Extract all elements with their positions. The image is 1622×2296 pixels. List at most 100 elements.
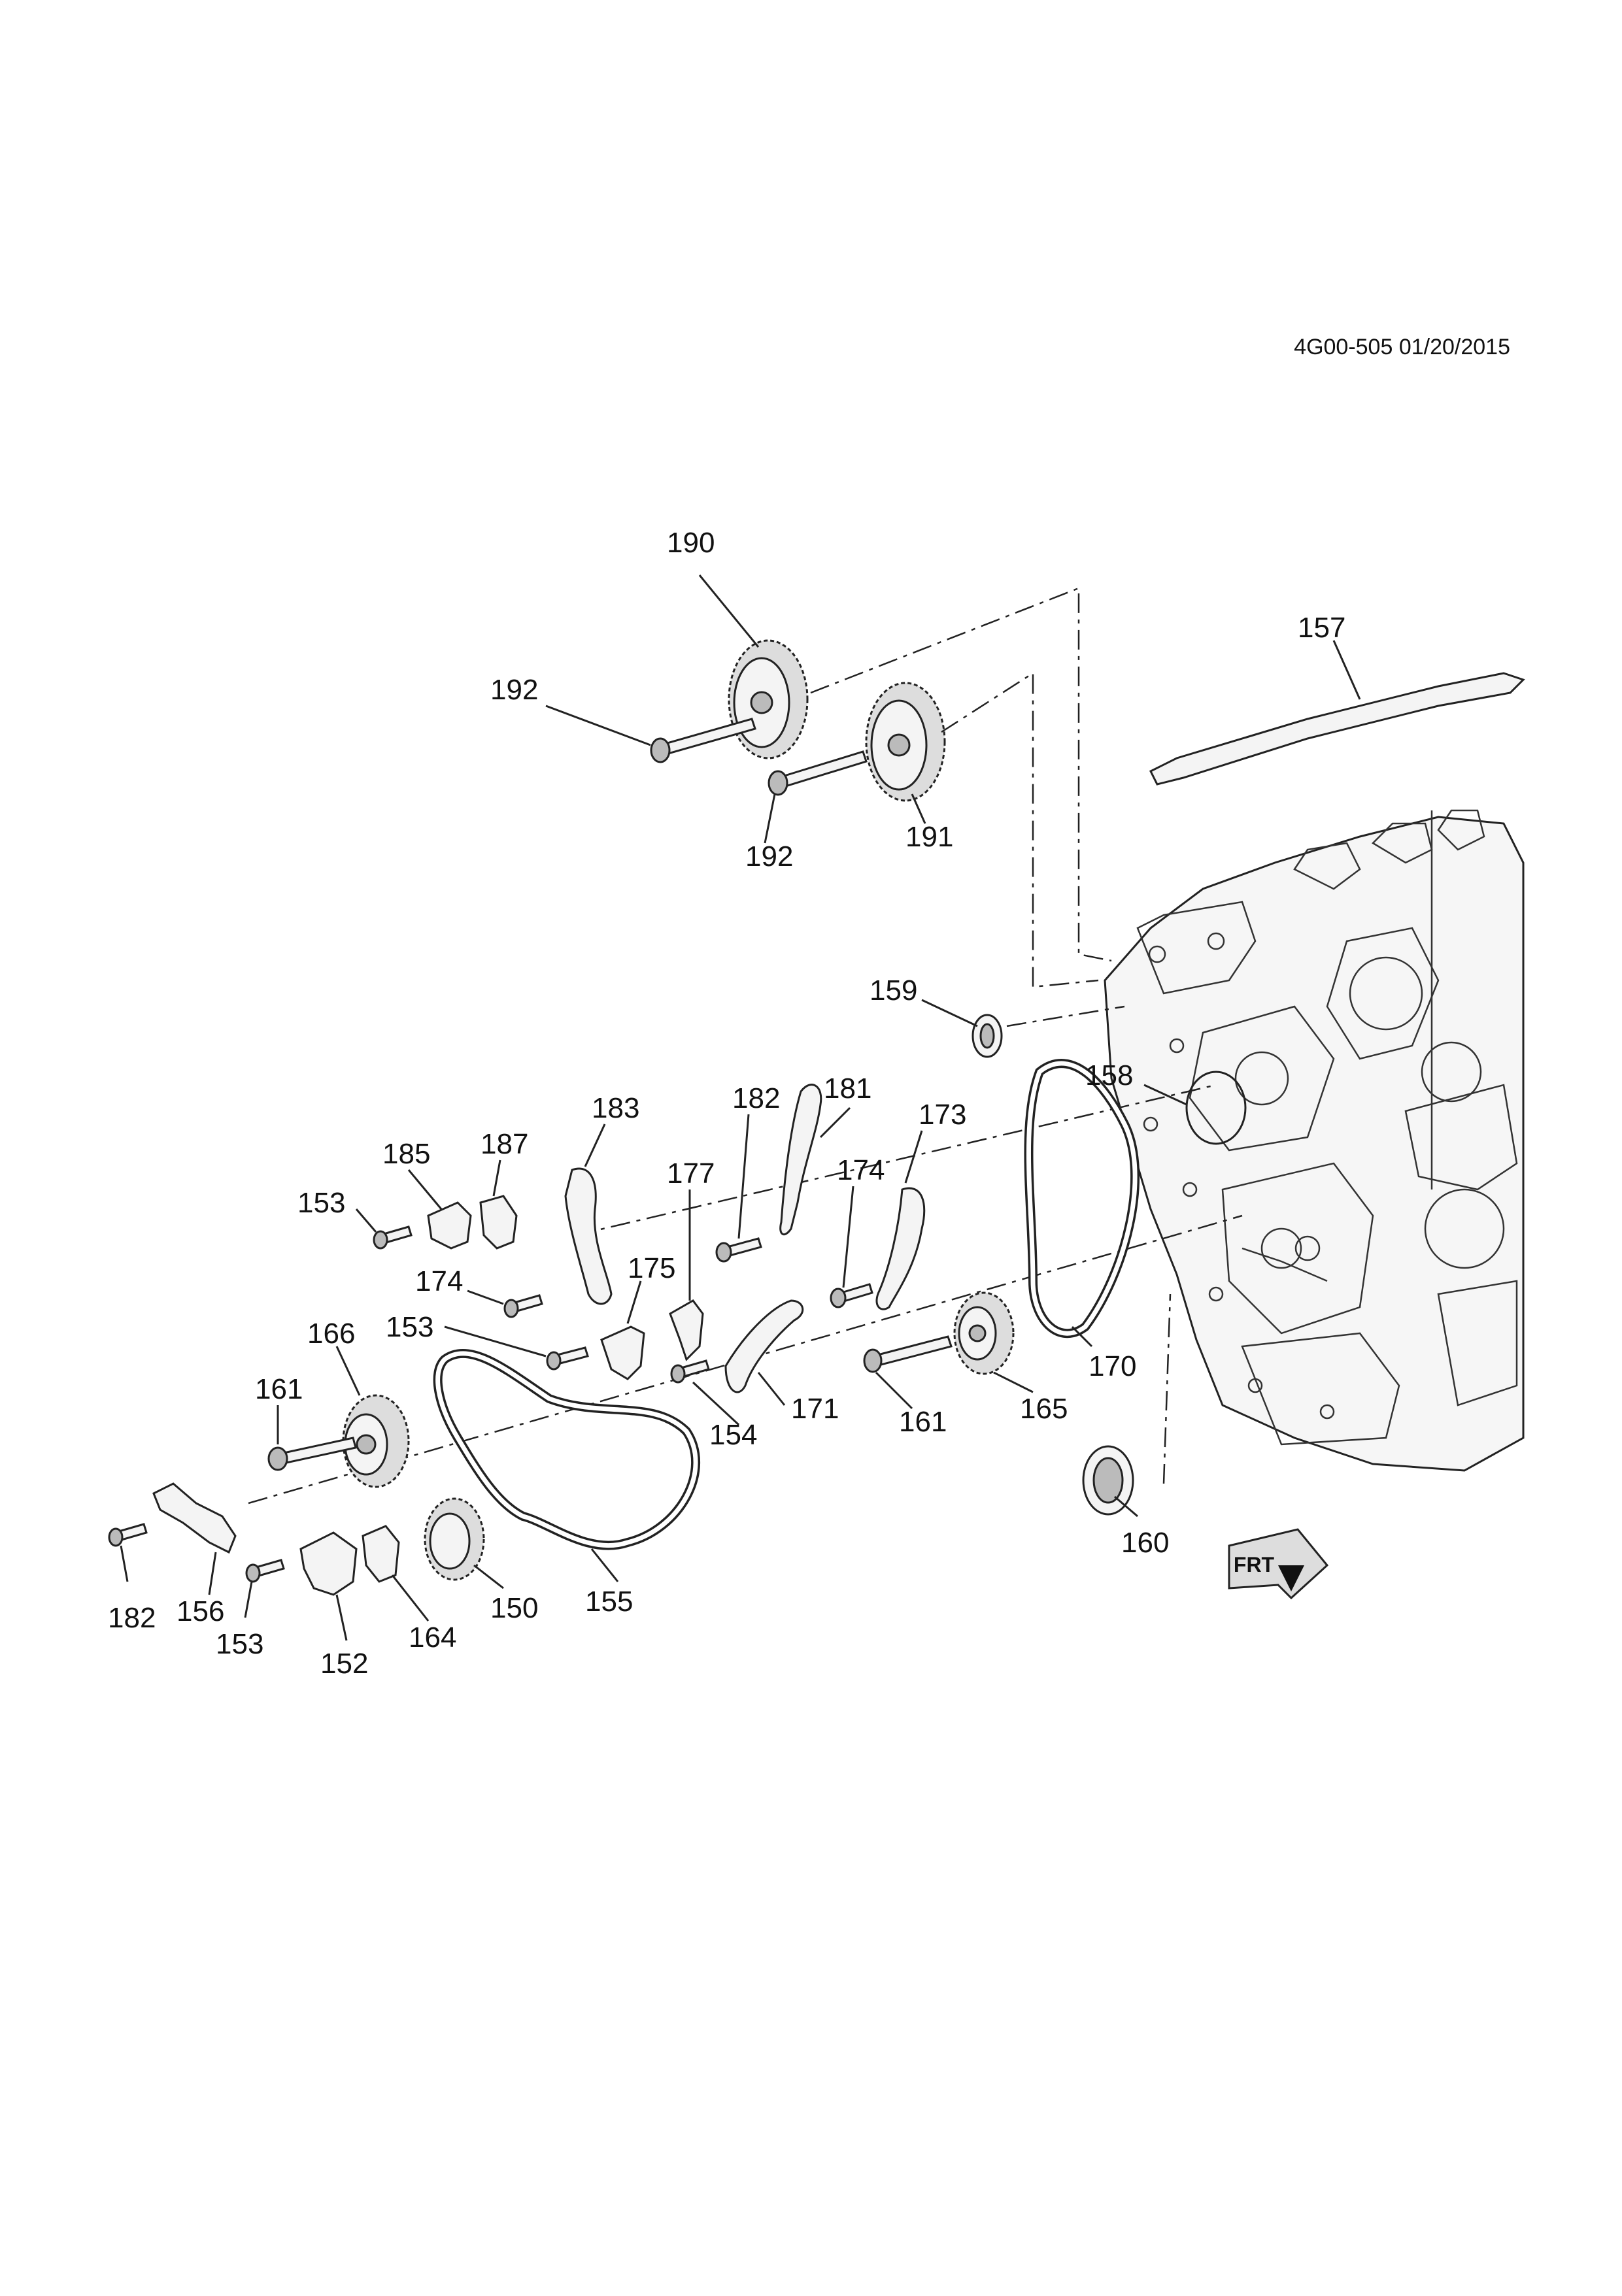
- bolt-154: [670, 1359, 710, 1384]
- leader-174-lower: [467, 1289, 504, 1305]
- bolt-153-lower: [245, 1559, 285, 1583]
- leader-160: [1114, 1495, 1138, 1518]
- callout-164: 164: [409, 1622, 456, 1654]
- tensioner-175: [600, 1325, 645, 1380]
- callout-158: 158: [1085, 1059, 1133, 1091]
- timing-chain-170: [1024, 1059, 1140, 1339]
- bolt-174-lower: [503, 1294, 543, 1318]
- front-seal-160: [1082, 1445, 1134, 1516]
- callout-174-upper: 174: [837, 1154, 885, 1186]
- leader-161-right: [875, 1371, 913, 1410]
- callout-181: 181: [824, 1073, 871, 1105]
- leader-175: [626, 1280, 642, 1324]
- callout-182-upper: 182: [732, 1082, 780, 1114]
- bracket-177: [669, 1299, 704, 1361]
- leader-192-lower: [764, 793, 776, 844]
- leader-182-upper: [737, 1114, 750, 1239]
- leader-153-upper: [355, 1208, 377, 1233]
- callout-187: 187: [481, 1128, 528, 1160]
- callout-192-upper: 192: [490, 674, 538, 706]
- callout-152: 152: [320, 1648, 368, 1680]
- callout-156: 156: [177, 1595, 224, 1627]
- leader-182-lower: [120, 1545, 129, 1582]
- leader-150: [473, 1564, 504, 1589]
- seal-159: [972, 1014, 1003, 1058]
- guide-171: [724, 1299, 803, 1393]
- guide-183: [564, 1167, 613, 1305]
- bolt-174-upper: [830, 1283, 873, 1308]
- bolt-153-upper: [373, 1225, 413, 1250]
- leader-181: [819, 1106, 851, 1139]
- tensioner-152: [299, 1531, 358, 1596]
- callout-174-lower: 174: [415, 1265, 463, 1297]
- guide-181: [779, 1084, 822, 1236]
- leader-155: [590, 1548, 619, 1582]
- camshaft-actuator-191: [865, 682, 946, 802]
- bolt-192-upper: [650, 718, 756, 763]
- callout-153-lower: 153: [216, 1628, 263, 1660]
- callout-153-upper: 153: [297, 1187, 345, 1219]
- callout-183: 183: [592, 1092, 639, 1124]
- leader-166: [335, 1346, 361, 1396]
- leader-157: [1332, 640, 1361, 700]
- leader-154: [692, 1381, 740, 1426]
- tensioner-185: [427, 1201, 472, 1250]
- guide-173: [875, 1187, 926, 1310]
- leader-191: [911, 793, 926, 824]
- leader-153-lower: [244, 1581, 253, 1618]
- callout-170: 170: [1089, 1350, 1136, 1382]
- leader-190: [698, 574, 760, 648]
- bolt-182-upper: [715, 1237, 762, 1263]
- leader-187: [492, 1159, 501, 1197]
- callout-150: 150: [490, 1592, 538, 1624]
- bolt-161-left: [267, 1437, 357, 1471]
- alignment-line-160: [1162, 1293, 1172, 1484]
- callout-165: 165: [1020, 1393, 1068, 1425]
- sprocket-165: [953, 1291, 1015, 1375]
- leader-153-middle: [444, 1325, 547, 1357]
- bolt-153-middle: [546, 1346, 589, 1371]
- alignment-line-190: [810, 587, 1112, 962]
- callout-171: 171: [791, 1393, 839, 1425]
- callout-185: 185: [382, 1138, 430, 1170]
- callout-154: 154: [709, 1419, 757, 1451]
- bolt-182-lower: [108, 1523, 148, 1547]
- front-direction-badge: FRT: [1228, 1528, 1329, 1600]
- leader-164: [391, 1574, 430, 1622]
- leader-173: [904, 1130, 923, 1184]
- engine-block: [1104, 809, 1525, 1472]
- callout-166: 166: [307, 1318, 355, 1350]
- callout-173: 173: [919, 1099, 966, 1131]
- diagram-reference: 4G00-505 01/20/2015: [1294, 335, 1510, 359]
- callout-175: 175: [628, 1252, 675, 1284]
- guide-156: [152, 1482, 237, 1554]
- callout-182-lower: 182: [108, 1602, 156, 1634]
- leader-185: [407, 1169, 443, 1210]
- callout-190: 190: [667, 527, 715, 559]
- leader-165: [993, 1371, 1034, 1393]
- sprocket-166: [342, 1394, 410, 1488]
- gasket-187: [479, 1195, 518, 1250]
- gasket-158: [1185, 1071, 1247, 1145]
- callout-157: 157: [1298, 612, 1345, 644]
- leader-183: [584, 1123, 606, 1167]
- leader-158: [1143, 1084, 1187, 1106]
- callout-177: 177: [667, 1157, 715, 1190]
- leader-170: [1071, 1325, 1093, 1348]
- valve-cover-gasket: [1149, 672, 1525, 786]
- leader-171: [757, 1372, 786, 1406]
- frt-label: FRT: [1234, 1553, 1275, 1576]
- callout-192-lower: 192: [745, 840, 793, 873]
- leader-159: [921, 999, 978, 1027]
- callout-160: 160: [1121, 1527, 1169, 1559]
- bolt-192-lower: [768, 750, 868, 796]
- camshaft-actuator-190: [728, 639, 809, 759]
- callout-159: 159: [870, 974, 917, 1007]
- callout-161-left: 161: [255, 1373, 303, 1405]
- leader-174-upper: [842, 1186, 854, 1288]
- alignment-line-191: [941, 671, 1099, 988]
- leader-192-upper: [545, 705, 651, 746]
- sprocket-150: [424, 1497, 485, 1581]
